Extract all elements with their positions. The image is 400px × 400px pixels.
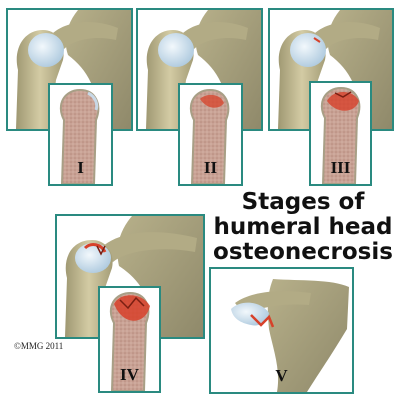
necrosis-area	[200, 94, 224, 108]
shoulder-illustration	[146, 10, 261, 129]
stage-2-label: II	[203, 158, 218, 177]
humerus-cross-section	[189, 88, 230, 184]
stage-3-humerus-inset: III	[309, 81, 372, 186]
necrosis-area	[327, 92, 359, 111]
humerus-cross-section	[109, 291, 150, 391]
humerus-cross-section	[59, 88, 100, 184]
stage-1-label: I	[77, 158, 84, 177]
title-line-3: osteonecrosis	[213, 239, 393, 265]
stage-3-label: III	[330, 158, 351, 177]
shoulder-illustration	[231, 279, 349, 392]
title-line-1: Stages of	[241, 189, 365, 215]
stage-2-humerus-inset: II	[178, 83, 243, 186]
copyright-notice: ©MMG 2011	[14, 341, 64, 351]
stage-1-humerus-inset: I	[48, 83, 113, 186]
stage-2-shoulder-panel	[136, 8, 263, 131]
humerus-cross-section	[320, 86, 361, 184]
stage-4-humerus-inset: IV	[98, 286, 161, 393]
stage-5-shoulder-panel: V	[209, 267, 354, 394]
stage-4-shoulder-panel	[55, 214, 205, 339]
title-line-2: humeral head	[213, 214, 393, 240]
stage-5-label: V	[275, 366, 288, 385]
diagram-title: Stages of humeral head osteonecrosis	[210, 190, 396, 265]
necrosis-area	[114, 295, 150, 321]
stage-4-label: IV	[120, 365, 139, 384]
